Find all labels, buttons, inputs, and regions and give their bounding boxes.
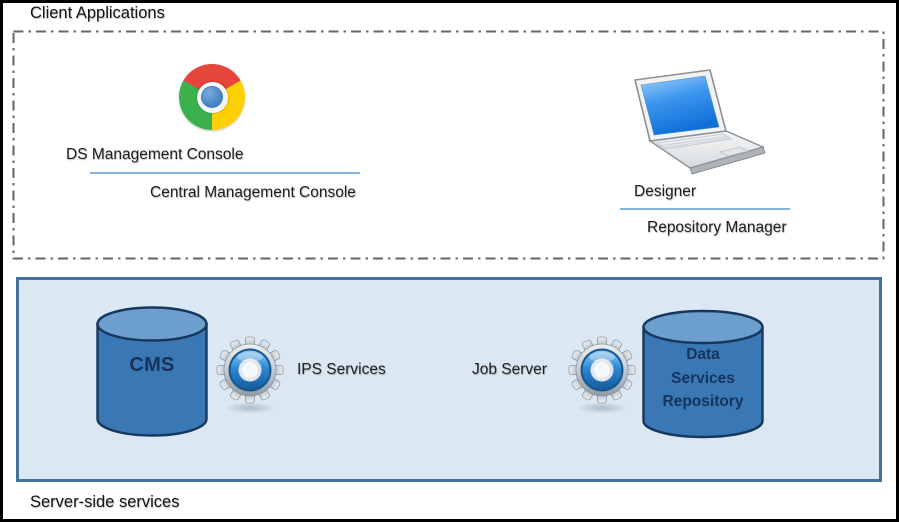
ds-management-console-label: DS Management Console bbox=[66, 146, 244, 163]
repository-label-line2: Services bbox=[671, 369, 735, 387]
repository-manager-label: Repository Manager bbox=[647, 219, 787, 236]
central-management-console-label: Central Management Console bbox=[150, 184, 356, 201]
ips-services-label: IPS Services bbox=[297, 361, 386, 378]
ips-gear-icon bbox=[216, 336, 284, 414]
repository-database-label: Data Services Repository bbox=[641, 343, 765, 414]
designer-label: Designer bbox=[634, 183, 697, 200]
chrome-core-circle bbox=[201, 86, 223, 108]
laptop-icon bbox=[634, 69, 766, 175]
browser-label-divider bbox=[90, 172, 360, 174]
job-server-gear-icon bbox=[568, 336, 636, 414]
repository-label-line3: Repository bbox=[662, 393, 744, 410]
chrome-hub-ring bbox=[196, 81, 228, 113]
job-server-label: Job Server bbox=[472, 361, 547, 378]
client-zone-dashed-border bbox=[12, 30, 885, 260]
repository-database-cylinder-icon bbox=[642, 309, 764, 439]
server-zone-title: Server-side services bbox=[30, 493, 180, 511]
chrome-browser-icon bbox=[179, 64, 245, 130]
cms-database-label: CMS bbox=[129, 354, 175, 376]
client-zone-title: Client Applications bbox=[30, 4, 165, 22]
cms-database-cylinder-icon bbox=[96, 306, 208, 437]
laptop-label-divider bbox=[620, 208, 790, 210]
repository-label-line1: Data bbox=[686, 346, 720, 363]
